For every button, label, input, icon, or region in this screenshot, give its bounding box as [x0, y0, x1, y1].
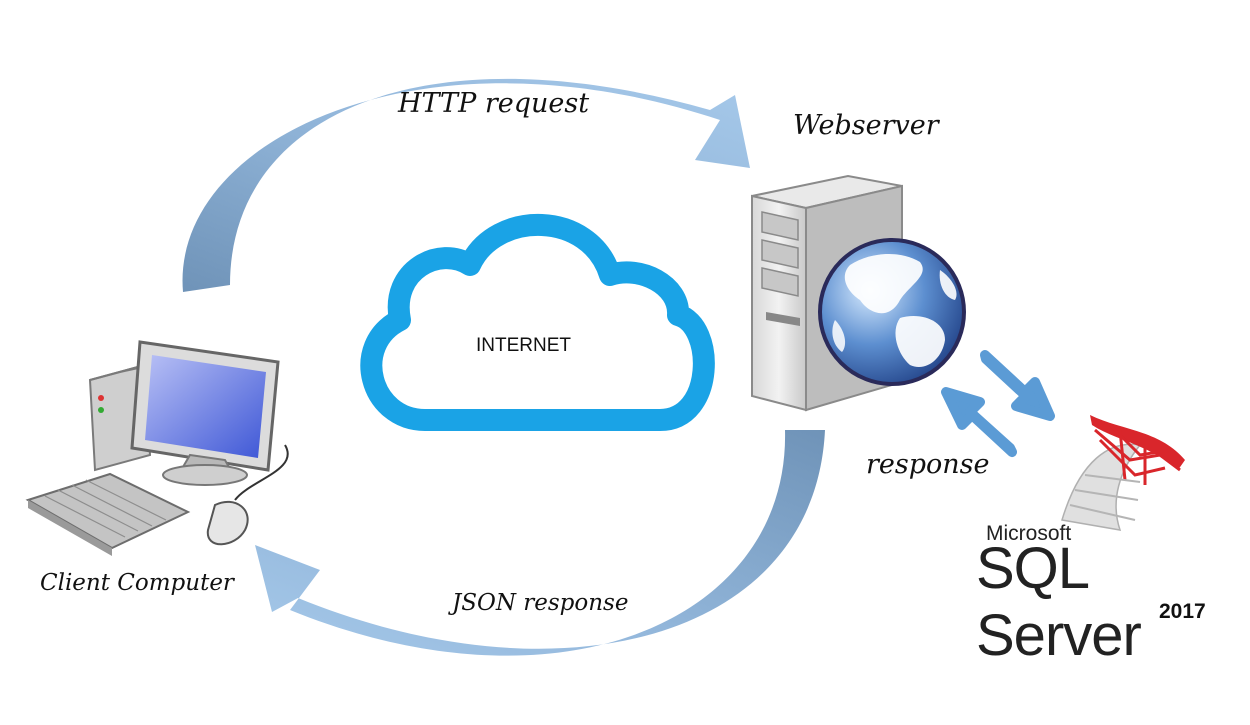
sql-product-text: SQL Server	[976, 536, 1142, 668]
sql-server-logo-icon	[1061, 415, 1185, 531]
globe-icon	[818, 238, 966, 386]
cloud-icon	[360, 213, 715, 431]
json-response-label: JSON response	[452, 590, 629, 616]
sql-request-arrow	[980, 350, 1055, 421]
sql-version-text: 2017	[1159, 600, 1206, 623]
client-computer-icon	[25, 340, 289, 556]
client-computer-label: Client Computer	[40, 570, 234, 596]
response-label: response	[866, 449, 990, 480]
sql-vendor-text: Microsoft	[986, 522, 1072, 545]
sql-response-arrow	[941, 387, 1017, 457]
http-request-label: HTTP request	[398, 88, 590, 119]
webserver-label: Webserver	[793, 110, 939, 141]
internet-label: INTERNET	[476, 335, 571, 356]
json-response-arrow	[255, 430, 825, 656]
